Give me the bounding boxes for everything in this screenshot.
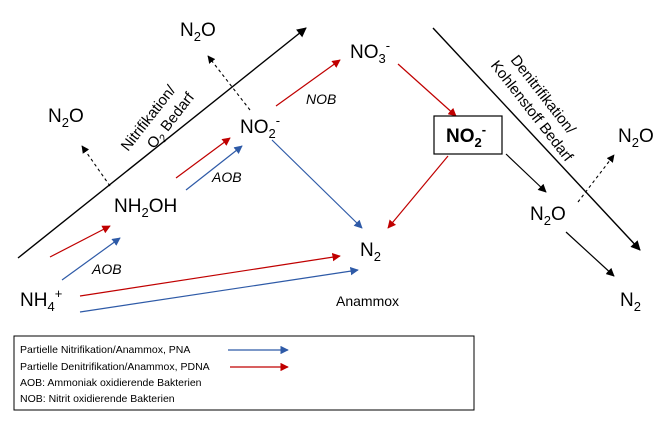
denitrification-axis-arrow [432,27,641,251]
arrow-no3-no2box [397,63,457,117]
legend-nob-text: NOB: Nitrit oxidierende Bakterien [20,393,175,405]
denitrification-label: Denitrifikation/ Kohlenstoff Bedarf [487,52,579,166]
arrow-no2box-n2 [387,155,449,229]
species-n2-right: N2 [620,290,641,314]
label-anammox: Anammox [336,293,399,309]
arrow-no2-no3 [275,59,341,107]
legend-pna-text: Partielle Nitrifikation/Anammox, PNA [20,344,190,356]
dashed-arrow-nh2oh-to-n2o [81,145,111,187]
species-n2o-right-top: N2O [618,126,654,150]
arrow-nh2oh-no2-pdna [175,137,231,179]
dashed-arrow-n2o-to-n2o-right [577,154,615,203]
arrow-no2box-n2o [505,153,547,193]
nitrification-axis-arrow [17,27,307,259]
arrow-no2-n2 [271,139,363,229]
label-aob-lower: AOB [91,261,122,277]
label-nob: NOB [306,91,336,107]
no2-highlight-box [433,115,503,155]
species-no2: NO2- [240,113,280,141]
species-n2-center: N2 [360,240,381,264]
arrow-nh4-nh2oh-pna [61,237,121,281]
legend-box [13,335,475,411]
species-n2o-right-mid: N2O [530,204,566,228]
legend-pdna-text: Partielle Denitrifikation/Anammox, PDNA [20,361,210,373]
label-aob-upper: AOB [211,169,242,185]
arrow-nh4-nh2oh-pdna [49,225,111,258]
species-nh4: NH4+ [20,286,62,314]
legend-aob-text: AOB: Ammoniak oxidierende Bakterien [20,377,202,389]
arrow-nh2oh-no2-pna [185,145,243,191]
species-no3: NO3- [350,38,390,66]
species-no2-boxed: NO2- [446,122,486,150]
arrow-nh4-n2-pdna [79,252,341,297]
species-n2o-top: N2O [180,20,216,44]
species-n2o-left: N2O [48,106,84,130]
arrow-n2o-n2 [565,231,615,277]
arrow-nh4-n2-pna [79,266,359,313]
species-nh2oh: NH2OH [114,196,177,220]
